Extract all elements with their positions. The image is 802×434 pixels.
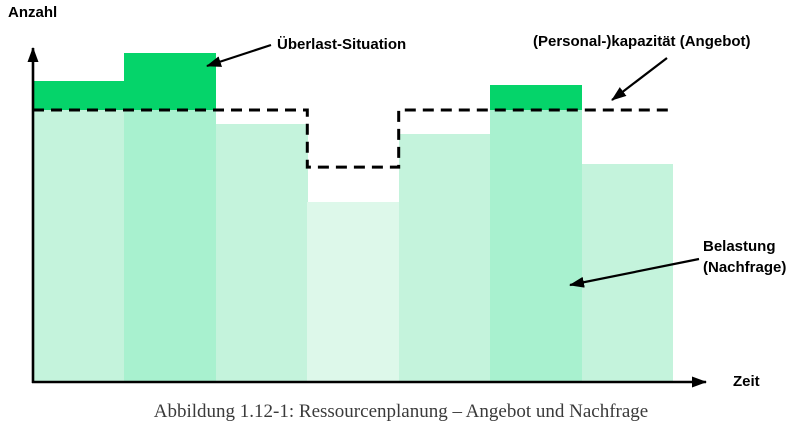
demand-annotation: Belastung (Nachfrage) [703, 236, 786, 278]
capacity-annotation: (Personal-)kapazität (Angebot) [533, 33, 751, 50]
overload-segment-2 [124, 52, 217, 110]
demand-annotation-line2: (Nachfrage) [703, 259, 787, 276]
figure-caption: Abbildung 1.12-1: Ressourcenplanung – An… [153, 401, 649, 422]
demand-annotation-line1: Belastung [703, 238, 776, 255]
x-axis-label: Zeit [733, 373, 760, 390]
y-axis-label: Anzahl [8, 4, 58, 21]
demand-bar-1 [33, 80, 125, 382]
overload-segment-1 [33, 80, 125, 110]
demand-bar-3 [215, 123, 308, 382]
overload-segment-6 [490, 84, 583, 110]
demand-bar-4 [307, 201, 400, 382]
overload-annotation: Überlast-Situation [277, 36, 407, 53]
demand-bar-5 [398, 133, 491, 382]
demand-bar-6 [490, 84, 583, 382]
demand-bar-7 [581, 163, 674, 382]
